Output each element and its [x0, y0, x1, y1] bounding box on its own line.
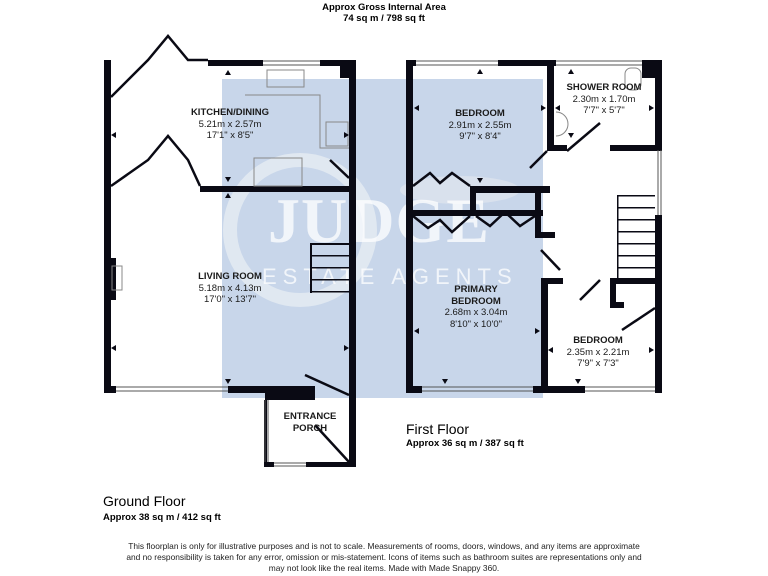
- room-metric: 2.91m x 2.55m: [448, 119, 512, 131]
- room-name: BEDROOM: [573, 335, 623, 346]
- room-name-line2: PORCH: [292, 422, 328, 434]
- room-primary-bedroom: PRIMARY BEDROOM 2.68m x 3.04m 8'10" x 10…: [445, 284, 508, 330]
- first-floor-title: First Floor: [406, 421, 469, 437]
- ground-floor-title: Ground Floor: [103, 493, 186, 509]
- room-name: BEDROOM: [455, 108, 505, 119]
- room-name: KITCHEN/DINING: [190, 107, 270, 118]
- room-name: PRIMARY: [454, 284, 498, 295]
- room-metric: 5.21m x 2.57m: [198, 118, 262, 130]
- room-bedroom-2: BEDROOM 2.35m x 2.21m 7'9" x 7'3": [567, 335, 630, 370]
- gross-area-value: 74 sq m / 798 sq ft: [343, 13, 425, 24]
- ground-floor-area: Approx 38 sq m / 412 sq ft: [103, 512, 221, 523]
- room-imperial: 17'1" x 8'5": [206, 130, 254, 141]
- room-imperial: 9'7" x 8'4": [459, 131, 501, 142]
- watermark-brand: JUDGE: [268, 185, 490, 256]
- room-imperial: 7'7" x 5'7": [583, 105, 625, 116]
- first-floor-area: Approx 36 sq m / 387 sq ft: [406, 438, 524, 449]
- room-metric: 5.18m x 4.13m: [198, 282, 262, 294]
- room-name: LIVING ROOM: [198, 271, 262, 282]
- watermark-subtitle: ESTATE AGENTS: [262, 264, 518, 289]
- disclaimer-line-1: This floorplan is only for illustrative …: [128, 541, 640, 551]
- room-imperial: 17'0" x 13'7": [203, 294, 257, 305]
- room-bedroom-1: BEDROOM 2.91m x 2.55m 9'7" x 8'4": [449, 108, 512, 143]
- watermark-box: [222, 79, 543, 398]
- room-name: ENTRANCE: [283, 411, 337, 422]
- room-entrance-porch: ENTRANCE PORCH: [284, 411, 337, 434]
- room-imperial: 7'9" x 7'3": [577, 358, 619, 369]
- room-kitchen-dining: KITCHEN/DINING 5.21m x 2.57m 17'1" x 8'5…: [191, 107, 269, 142]
- room-name-line2: BEDROOM: [451, 295, 501, 307]
- room-metric: 2.68m x 3.04m: [444, 307, 508, 318]
- gross-area-title: Approx Gross Internal Area: [322, 2, 446, 13]
- room-metric: 2.30m x 1.70m: [572, 93, 636, 105]
- room-name: SHOWER ROOM: [566, 82, 642, 93]
- disclaimer-line-3: may not look like the real items. Made w…: [268, 563, 500, 573]
- room-living-room: LIVING ROOM 5.18m x 4.13m 17'0" x 13'7": [198, 271, 262, 306]
- room-imperial: 8'10" x 10'0": [449, 318, 503, 330]
- disclaimer-line-2: and no responsibility is taken for any e…: [126, 552, 642, 562]
- room-shower-room: SHOWER ROOM 2.30m x 1.70m 7'7" x 5'7": [567, 82, 642, 117]
- room-metric: 2.35m x 2.21m: [566, 346, 630, 358]
